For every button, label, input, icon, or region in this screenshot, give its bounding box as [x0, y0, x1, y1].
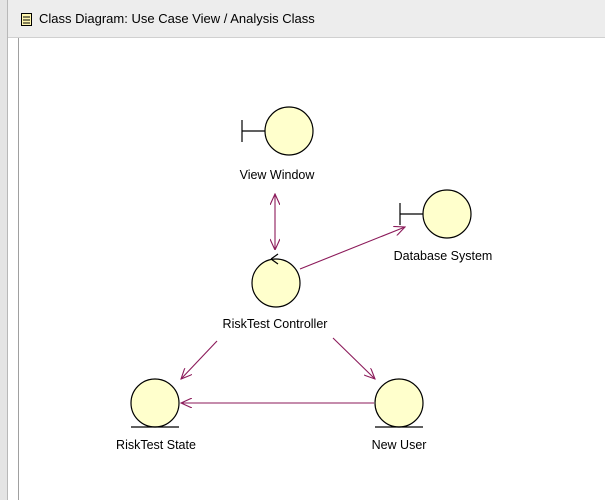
control-class-icon: [251, 253, 301, 308]
node-label-risktest-controller: RiskTest Controller: [223, 317, 328, 331]
node-label-new-user: New User: [372, 438, 427, 452]
left-panel-edge[interactable]: [0, 0, 8, 500]
boundary-class-icon: [241, 106, 314, 156]
association-controller-risktest-state[interactable]: [181, 340, 218, 379]
node-label-view-window: View Window: [240, 168, 316, 182]
node-label-database-system: Database System: [394, 249, 493, 263]
window-titlebar[interactable]: Class Diagram: Use Case View / Analysis …: [8, 0, 605, 38]
diagram-window: Class Diagram: Use Case View / Analysis …: [8, 0, 605, 500]
diagram-canvas[interactable]: View Window Database System: [18, 38, 605, 500]
association-controller-new-user[interactable]: [332, 337, 375, 379]
node-label-risktest-state: RiskTest State: [116, 438, 196, 452]
associations: [181, 194, 405, 403]
class-diagram-icon: [21, 13, 32, 26]
association-controller-database-system[interactable]: [299, 227, 405, 270]
class-diagram[interactable]: View Window Database System: [19, 38, 605, 500]
entity-class-icon: [374, 378, 424, 428]
node-risktest-controller[interactable]: RiskTest Controller: [223, 253, 328, 331]
node-risktest-state[interactable]: RiskTest State: [116, 378, 196, 452]
entity-class-icon: [130, 378, 180, 428]
boundary-class-icon: [399, 189, 472, 239]
node-new-user[interactable]: New User: [372, 378, 427, 452]
window-title: Class Diagram: Use Case View / Analysis …: [39, 11, 315, 26]
node-database-system[interactable]: Database System: [394, 189, 493, 263]
node-view-window[interactable]: View Window: [240, 106, 316, 182]
